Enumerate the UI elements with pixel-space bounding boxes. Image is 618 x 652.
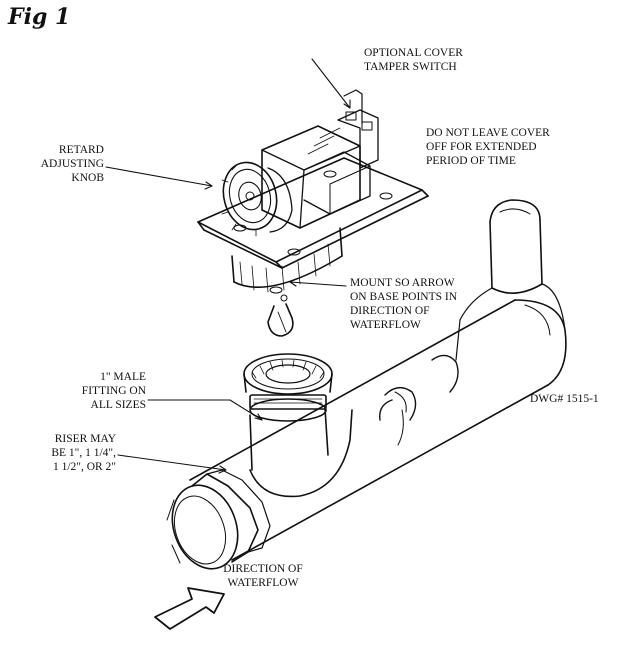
figure-title: Fig 1 (8, 4, 71, 30)
switch-bottom-collar (231, 227, 343, 302)
label-riser-sizes: RISER MAY BE 1", 1 1/4", 1 1/2", OR 2" (51, 433, 116, 473)
switch-base-plate (197, 157, 429, 269)
label-flow-direction: DIRECTION OF WATERFLOW (223, 563, 303, 589)
paddle (267, 303, 294, 337)
label-tamper-switch: OPTIONAL COVER TAMPER SWITCH (364, 47, 463, 73)
flow-direction-arrow (154, 587, 225, 630)
label-mount-arrow: MOUNT SO ARROW ON BASE POINTS IN DIRECTI… (350, 277, 458, 331)
leader-lines (105, 58, 351, 474)
pipe-end-fitting (166, 469, 271, 570)
drawing-number: DWG# 1515-1 (530, 393, 599, 405)
main-pipe (189, 299, 567, 561)
switch-housing (261, 89, 379, 229)
vertical-riser-pipe (455, 199, 566, 361)
label-male-fitting: 1" MALE FITTING ON ALL SIZES (81, 371, 146, 411)
label-retard-knob: RETARD ADJUSTING KNOB (40, 144, 104, 184)
retard-adjusting-knob (221, 161, 293, 237)
label-cover-warning: DO NOT LEAVE COVER OFF FOR EXTENDED PERI… (426, 127, 550, 167)
riser-tee (243, 353, 353, 498)
